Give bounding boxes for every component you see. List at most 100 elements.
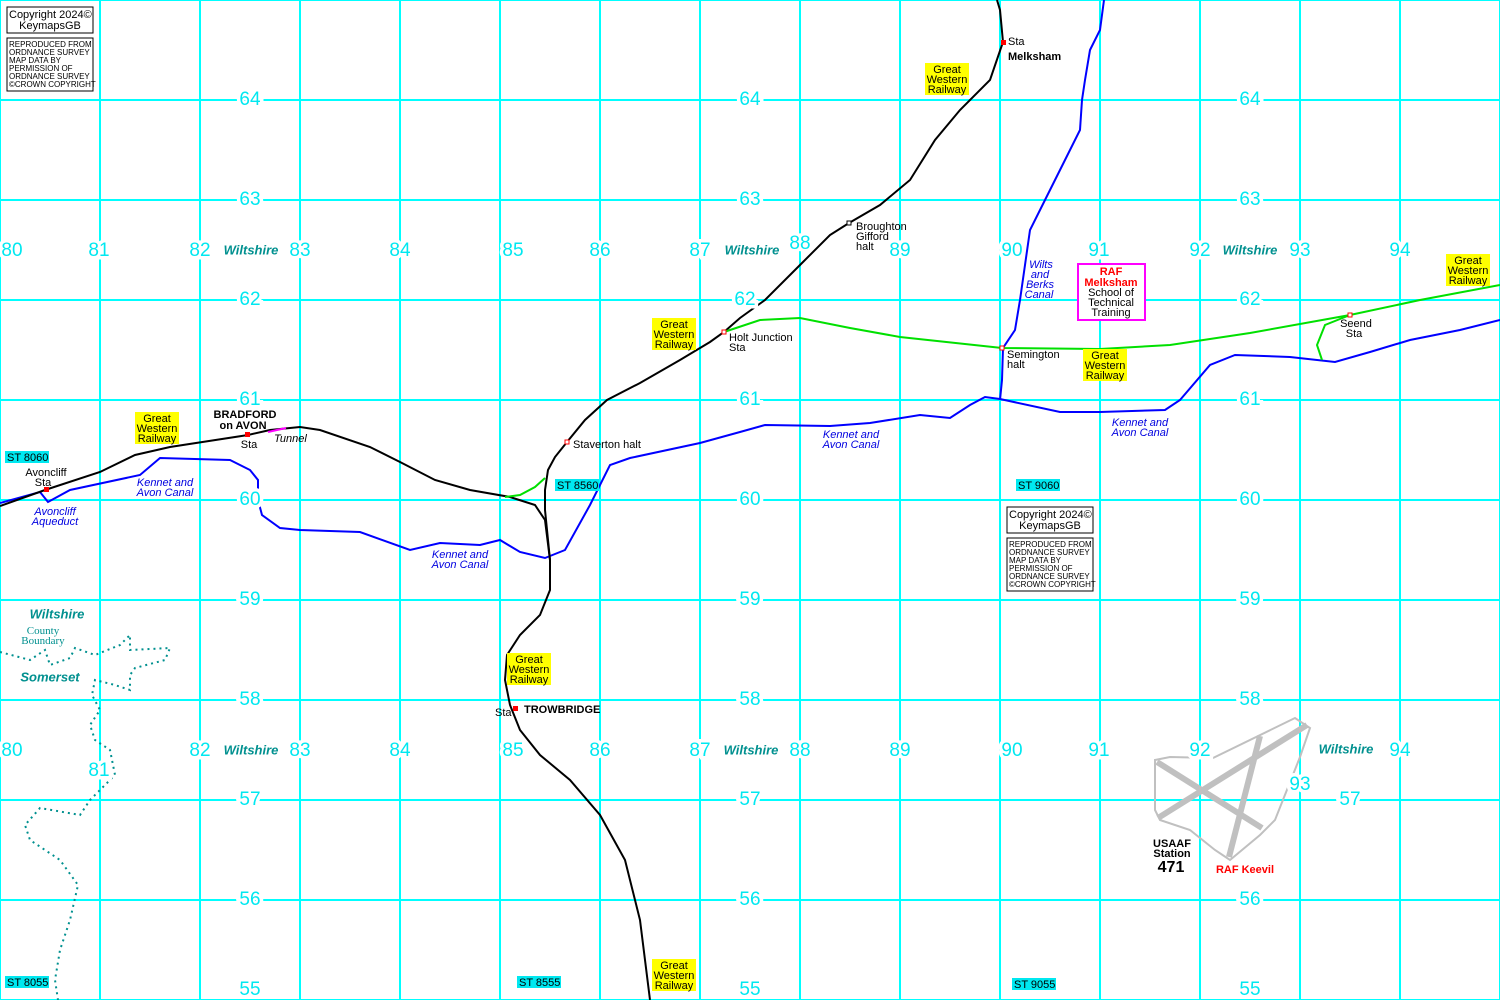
northing-label: 57 bbox=[1339, 789, 1360, 810]
easting-label: 88 bbox=[789, 233, 810, 254]
northing-label: 60 bbox=[239, 489, 260, 510]
bradford-label: BRADFORD bbox=[214, 409, 277, 421]
easting-label: 85 bbox=[502, 740, 523, 761]
railway-label-line: Great bbox=[143, 413, 171, 425]
holt-label: Holt Junction bbox=[729, 332, 793, 344]
boundary-desc: County bbox=[27, 625, 60, 637]
easting-label: 89 bbox=[889, 240, 910, 261]
easting-label: 84 bbox=[389, 740, 411, 761]
railway-north bbox=[544, 0, 1005, 561]
railway-label-line: Western bbox=[137, 423, 178, 435]
county-label: Wiltshire bbox=[1223, 242, 1278, 257]
railway-label-line: Railway bbox=[510, 674, 549, 686]
os-notice-line: PERMISSION OF bbox=[1009, 564, 1073, 573]
railway-green-chord bbox=[504, 477, 546, 498]
os-notice-line: REPRODUCED FROM bbox=[9, 40, 92, 49]
copyright-line: Copyright 2024© bbox=[1009, 509, 1092, 521]
boundary-north-label: Wiltshire bbox=[30, 606, 85, 621]
raf-melksham-title: Melksham bbox=[1084, 277, 1137, 289]
tunnel-label: Tunnel bbox=[274, 433, 307, 445]
northing-label: 59 bbox=[739, 589, 760, 610]
os-notice-line: REPRODUCED FROM bbox=[1009, 540, 1092, 549]
grid-ref: ST 8060 bbox=[5, 451, 49, 464]
easting-label: 90 bbox=[1001, 240, 1022, 261]
railway-label-line: Western bbox=[1448, 265, 1489, 277]
bradford-label: on AVON bbox=[219, 420, 266, 432]
railway-label-line: Great bbox=[660, 319, 688, 331]
trowbridge-town: TROWBRIDGE bbox=[524, 704, 600, 716]
railway-label-line: Great bbox=[1454, 255, 1482, 267]
canal-label: Canal bbox=[1025, 289, 1054, 301]
station-markers bbox=[44, 40, 1353, 711]
northing-label: 58 bbox=[239, 689, 260, 710]
northing-label: 58 bbox=[739, 689, 760, 710]
canal-label: Avon Canal bbox=[136, 487, 194, 499]
raf-melksham-title: RAF bbox=[1100, 266, 1123, 278]
county-label: Wiltshire bbox=[725, 242, 780, 257]
northing-label: 61 bbox=[239, 389, 260, 410]
northing-label: 59 bbox=[239, 589, 260, 610]
boundary-south-label: Somerset bbox=[20, 669, 80, 684]
easting-label: 89 bbox=[889, 740, 910, 761]
os-notice-line: ©CROWN COPYRIGHT bbox=[9, 80, 96, 89]
easting-label: 82 bbox=[189, 240, 210, 261]
grid-ref-text: ST 9055 bbox=[1014, 979, 1055, 991]
railway-label-line: Western bbox=[509, 664, 550, 676]
railway-label-line: Western bbox=[927, 74, 968, 86]
northing-label: 63 bbox=[1239, 189, 1260, 210]
railway-label-line: Great bbox=[1091, 350, 1119, 362]
trowbridge-sta: Sta bbox=[495, 707, 512, 719]
county-label: Wiltshire bbox=[224, 242, 279, 257]
os-notice-line: ©CROWN COPYRIGHT bbox=[1009, 580, 1096, 589]
seend-label: Seend bbox=[1340, 318, 1372, 330]
copyright-line: KeymapsGB bbox=[19, 20, 81, 32]
easting-label: 80 bbox=[1, 740, 22, 761]
easting-label: 91 bbox=[1088, 240, 1109, 261]
easting-label: 86 bbox=[589, 740, 610, 761]
easting-label: 83 bbox=[289, 240, 310, 261]
easting-label: 85 bbox=[502, 240, 523, 261]
county-label: Wiltshire bbox=[224, 742, 279, 757]
county-boundary bbox=[0, 632, 172, 1000]
holt-label: Sta bbox=[729, 342, 746, 354]
grid-ref: ST 8560 bbox=[555, 479, 599, 492]
canal-label: Kennet and bbox=[432, 549, 489, 561]
melksham-sta: Sta bbox=[1008, 36, 1025, 48]
northing-label: 63 bbox=[239, 189, 260, 210]
canal-label: Avon Canal bbox=[1111, 427, 1169, 439]
easting-label: 87 bbox=[689, 240, 710, 261]
railway-label-line: Western bbox=[654, 329, 695, 341]
grid-ref-text: ST 8555 bbox=[519, 977, 560, 989]
northing-label: 64 bbox=[239, 89, 261, 110]
easting-label: 92 bbox=[1189, 740, 1210, 761]
canal-label: Berks bbox=[1026, 279, 1055, 291]
railway-label-line: Great bbox=[660, 960, 688, 972]
canal-label: Kennet and bbox=[823, 429, 880, 441]
northing-label: 64 bbox=[1239, 89, 1261, 110]
os-notice-line: PERMISSION OF bbox=[9, 64, 73, 73]
northing-label: 59 bbox=[1239, 589, 1260, 610]
grid-ref: ST 8555 bbox=[517, 976, 561, 989]
easting-label: 86 bbox=[589, 240, 610, 261]
easting-label: 81 bbox=[88, 760, 109, 781]
aqueduct-label: Avoncliff bbox=[33, 506, 76, 518]
os-notice-line: MAP DATA BY bbox=[9, 56, 62, 65]
northing-label: 63 bbox=[739, 189, 760, 210]
easting-label: 82 bbox=[189, 740, 210, 761]
os-notice-line: ORDNANCE SURVEY bbox=[9, 48, 90, 57]
copyright-line: KeymapsGB bbox=[1019, 520, 1081, 532]
railway-devizes-line bbox=[723, 284, 1500, 351]
northing-label: 60 bbox=[739, 489, 760, 510]
northing-label: 62 bbox=[239, 289, 260, 310]
bradford-sta: Sta bbox=[241, 439, 258, 451]
grid-ref-text: ST 8560 bbox=[557, 480, 598, 492]
northing-label: 64 bbox=[739, 89, 761, 110]
canal-label: Avon Canal bbox=[822, 439, 880, 451]
canal-label: and bbox=[1031, 269, 1050, 281]
